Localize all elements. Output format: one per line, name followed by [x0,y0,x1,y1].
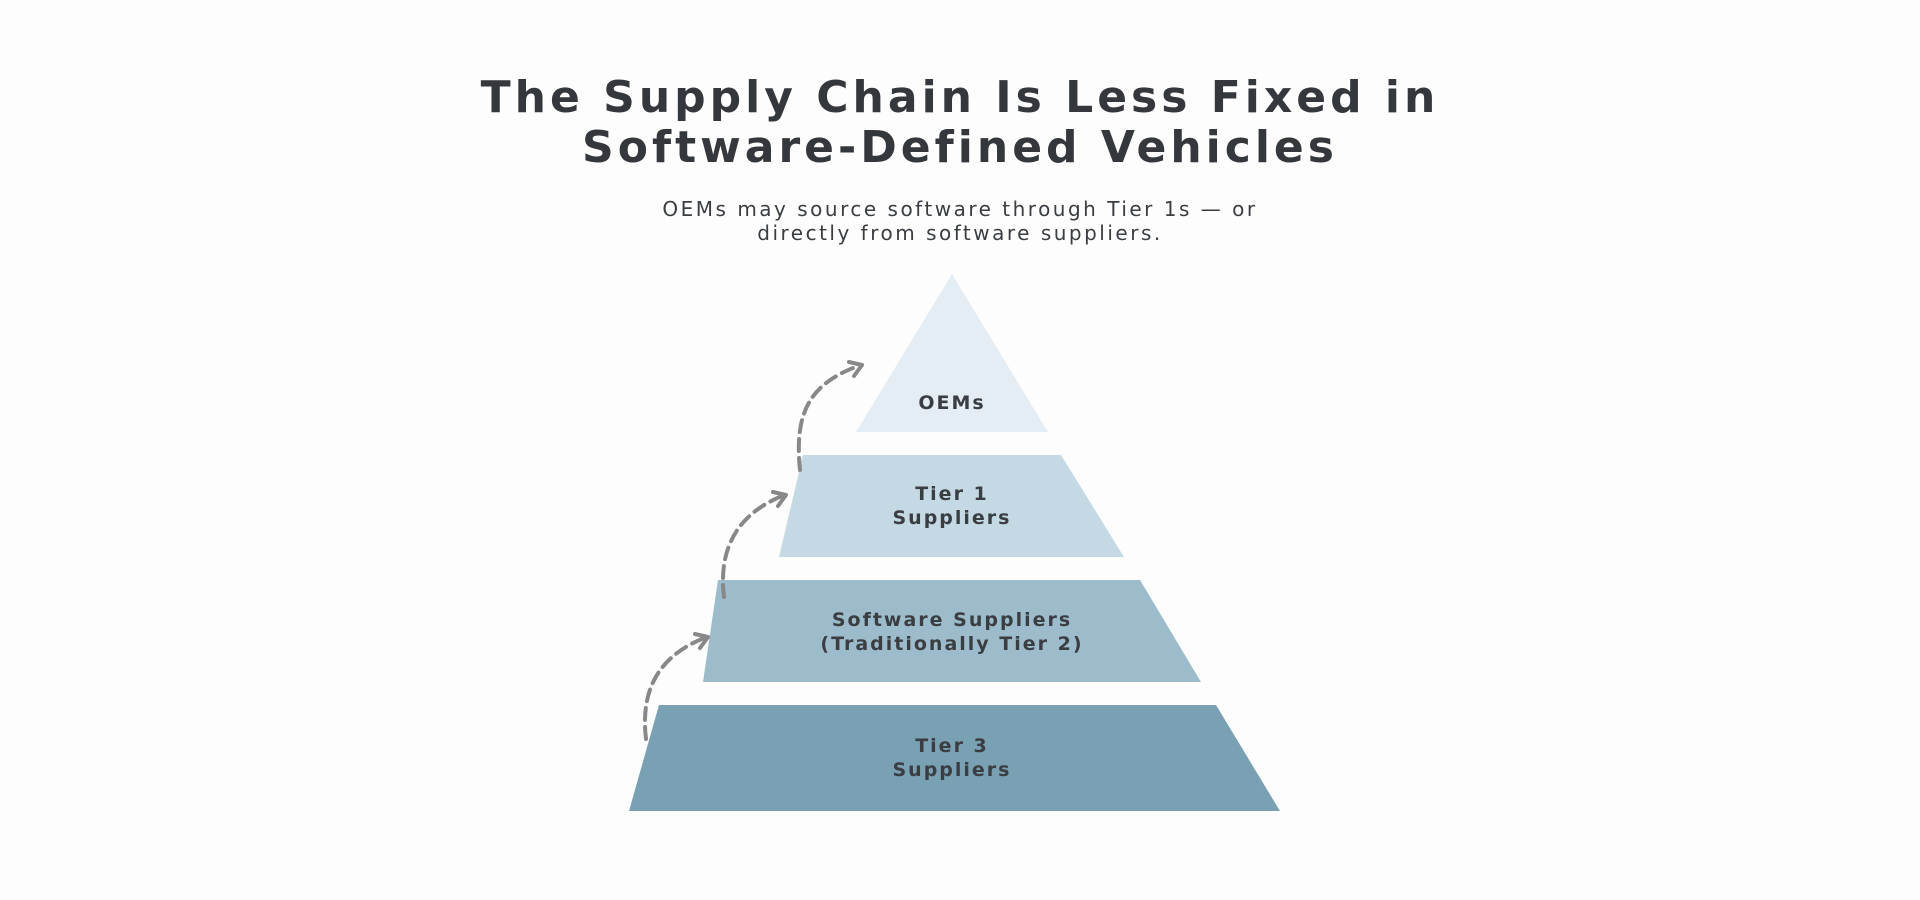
tier-1-label-line-1: Tier 1 [915,483,989,505]
subtitle-line-1: OEMs may source software through Tier 1s… [662,197,1258,221]
tier-software-label-line-2: (Traditionally Tier 2) [820,633,1083,655]
tier-3-suppliers-shape [629,705,1280,811]
arrow-software-to-tier1 [721,490,788,599]
arrow-tier3-to-software [643,632,710,741]
tier-1-label-line-2: Suppliers [892,507,1011,529]
tier-software-suppliers-shape [703,580,1201,682]
tier-3-label-line-2: Suppliers [892,759,1011,781]
subtitle-line-2: directly from software suppliers. [757,221,1163,245]
title-line-1: The Supply Chain Is Less Fixed in [480,72,1440,123]
tier-1-suppliers-shape [779,455,1124,557]
tier-software-label-line-1: Software Suppliers [832,609,1072,631]
tier-oems-label: OEMs [918,392,985,414]
tier-oems-shape [856,274,1048,432]
arrow-tier1-to-oems [796,360,864,472]
title-line-2: Software-Defined Vehicles [582,122,1338,173]
tier-3-label-line-1: Tier 3 [915,735,989,757]
